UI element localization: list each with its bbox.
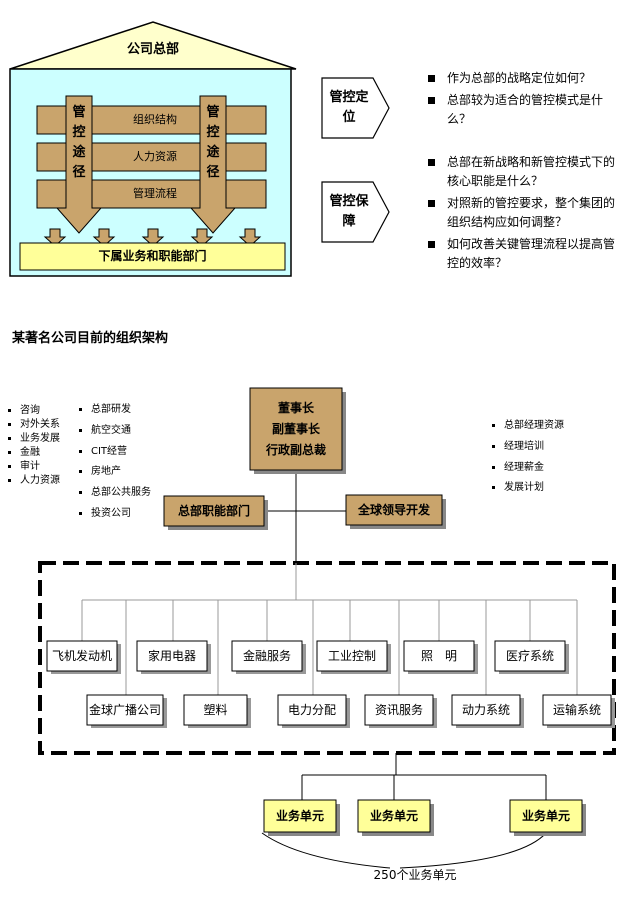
- hq-label: 公司总部: [126, 41, 179, 57]
- function-item: 总部经理资源: [490, 419, 600, 433]
- positioning-question: 总部较为适合的管控模式是什么？: [425, 91, 615, 129]
- assurance-question: 对照新的管控要求，整个集团的组织结构应如何调整？: [425, 194, 615, 232]
- section-title: 某著名公司目前的组织架构: [12, 330, 169, 346]
- global-leadership-label: 全球领导开发: [357, 502, 430, 517]
- bar-hr-label: 人力资源: [133, 150, 177, 164]
- positioning-question: 作为总部的战略定位如何？: [425, 69, 615, 88]
- function-item: 发展计划: [490, 481, 600, 495]
- middle-function-list: 总部研发 航空交通 CIT经营 房地产 总部公共服务 投资公司: [77, 403, 177, 528]
- business-unit-1: 业务单元: [275, 808, 324, 823]
- business-medical-systems: 医疗系统: [505, 648, 554, 663]
- right-function-list: 总部经理资源 经理培训 经理薪金 发展计划: [490, 419, 600, 502]
- business-industrial-control: 工业控制: [327, 648, 376, 663]
- positioning-questions: 作为总部的战略定位如何？ 总部较为适合的管控模式是什么？: [425, 69, 615, 132]
- business-financial-services: 金融服务: [242, 648, 291, 663]
- function-item: 航空交通: [77, 424, 177, 438]
- function-item: 总部公共服务: [77, 486, 177, 500]
- function-item: 审计: [6, 460, 86, 474]
- function-item: 经理培训: [490, 440, 600, 454]
- business-connectors: [81, 563, 578, 695]
- function-item: 投资公司: [77, 507, 177, 521]
- function-item: 咨询: [6, 404, 86, 418]
- vice-chairman-label: 副董事长: [271, 421, 320, 436]
- assurance-question: 如何改善关键管理流程以提高管控的效率？: [425, 235, 615, 273]
- business-unit-2: 业务单元: [369, 808, 418, 823]
- unit-box-shapes: [263, 799, 586, 836]
- left-function-list: 咨询 对外关系 业务发展 金融 审计 人力资源: [6, 404, 86, 489]
- assurance-question: 总部在新战略和新管控模式下的核心职能是什么？: [425, 153, 615, 191]
- assurance-label: 管控保障: [329, 194, 369, 229]
- assurance-chevron: [321, 181, 390, 243]
- function-item: 经理薪金: [490, 461, 600, 475]
- leadership-box: 董事长 副董事长 行政副总裁: [250, 388, 342, 470]
- function-item: 对外关系: [6, 418, 86, 432]
- units-total-label: 250个业务单元: [373, 867, 457, 882]
- assurance-questions: 总部在新战略和新管控模式下的核心职能是什么？ 对照新的管控要求，整个集团的组织结…: [425, 153, 615, 276]
- bar-process-label: 管理流程: [133, 187, 177, 201]
- business-broadcasting: 金球广播公司: [88, 702, 161, 717]
- control-arrow-right: [189, 95, 237, 234]
- business-unit-3: 业务单元: [521, 808, 570, 823]
- subordinate-box: [19, 242, 286, 271]
- function-item: 总部研发: [77, 403, 177, 417]
- business-plastics: 塑料: [203, 702, 228, 717]
- business-information-services: 资讯服务: [374, 702, 423, 717]
- unit-connectors: [261, 753, 547, 869]
- control-path-right-label: 管控途径: [206, 105, 220, 180]
- hq-functions-label: 总部职能部门: [177, 503, 250, 518]
- business-aircraft-engines: 飞机发动机: [51, 648, 112, 663]
- function-item: 金融: [6, 446, 86, 460]
- function-item: 业务发展: [6, 432, 86, 446]
- business-power-distribution: 电力分配: [287, 702, 336, 717]
- chairman-label: 董事长: [277, 400, 314, 415]
- control-arrow-left: [55, 95, 103, 234]
- business-transportation: 运输系统: [552, 702, 601, 717]
- leadership-box-shapes: [163, 387, 446, 530]
- executive-vp-label: 行政副总裁: [265, 442, 326, 457]
- business-appliances: 家用电器: [147, 648, 196, 663]
- function-item: CIT经营: [77, 445, 177, 459]
- small-down-arrows: [43, 228, 262, 247]
- function-item: 房地产: [77, 465, 177, 479]
- leadership-connectors: [268, 470, 346, 563]
- subordinate-label: 下属业务和职能部门: [98, 249, 207, 263]
- positioning-label: 管控定位: [329, 90, 369, 125]
- business-lighting: 照 明: [420, 648, 457, 663]
- business-power-systems: 动力系统: [461, 702, 510, 717]
- function-item: 人力资源: [6, 474, 86, 488]
- business-box-shapes: [46, 640, 615, 728]
- positioning-chevron: [321, 77, 390, 139]
- control-path-left-label: 管控途径: [72, 105, 86, 180]
- business-group-container: [38, 561, 616, 755]
- bar-organization-label: 组织结构: [133, 113, 177, 127]
